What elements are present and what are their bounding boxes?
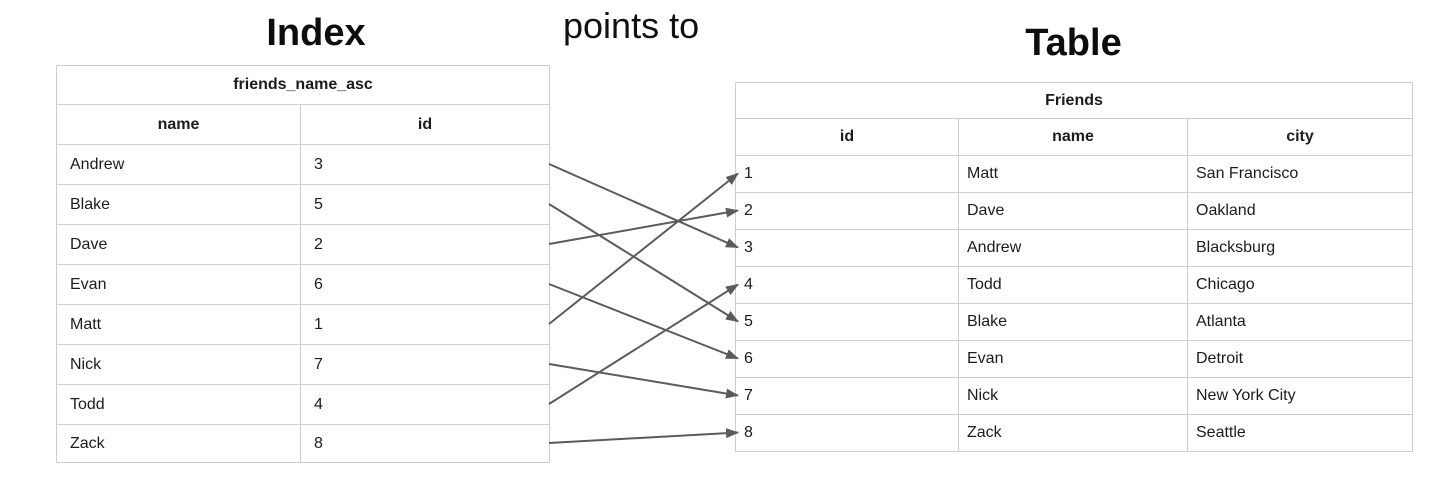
friends-cell-city: Chicago — [1187, 266, 1413, 304]
index-col-header-id: id — [299, 104, 551, 145]
index-cell-name: Matt — [56, 304, 301, 345]
index-cell-name: Todd — [56, 384, 301, 425]
points-to-label: points to — [563, 5, 700, 46]
index-cell-name: Blake — [56, 184, 301, 225]
friends-cell-id: 4 — [735, 266, 959, 304]
index-cell-id: 1 — [299, 304, 551, 345]
arrow-todd-to-4 — [548, 283, 739, 405]
friends-cell-id: 1 — [735, 155, 959, 193]
friends-table-row: 8 Zack Seattle — [735, 414, 1413, 452]
index-table-row: Evan 6 — [56, 264, 551, 305]
index-cell-id: 3 — [299, 144, 551, 185]
friends-cell-id: 7 — [735, 377, 959, 415]
friends-col-header-id: id — [735, 118, 959, 156]
friends-cell-id: 6 — [735, 340, 959, 378]
index-table-header-row: name id — [56, 104, 551, 145]
friends-cell-name: Dave — [958, 192, 1188, 230]
friends-table-row: 6 Evan Detroit — [735, 340, 1413, 378]
friends-col-header-city: city — [1187, 118, 1413, 156]
friends-cell-city: San Francisco — [1187, 155, 1413, 193]
arrow-andrew-to-3 — [548, 163, 739, 249]
index-table: friends_name_asc name id Andrew 3 Blake … — [55, 65, 551, 463]
arrow-evan-to-6 — [548, 283, 739, 360]
friends-cell-id: 8 — [735, 414, 959, 452]
arrow-nick-to-7 — [548, 363, 739, 399]
index-cell-name: Nick — [56, 344, 301, 385]
index-table-title-row: friends_name_asc — [55, 65, 551, 105]
index-cell-id: 6 — [299, 264, 551, 305]
index-table-row: Matt 1 — [56, 304, 551, 345]
friends-col-header-name: name — [958, 118, 1188, 156]
friends-cell-city: Atlanta — [1187, 303, 1413, 341]
friends-cell-name: Zack — [958, 414, 1188, 452]
friends-cell-name: Andrew — [958, 229, 1188, 267]
friends-cell-name: Todd — [958, 266, 1188, 304]
index-cell-id: 2 — [299, 224, 551, 265]
arrow-matt-to-1 — [548, 172, 739, 325]
friends-cell-city: Detroit — [1187, 340, 1413, 378]
index-table-row: Zack 8 — [56, 424, 551, 463]
friends-cell-city: New York City — [1187, 377, 1413, 415]
index-table-row: Andrew 3 — [56, 144, 551, 185]
friends-table-title: Friends — [735, 82, 1413, 119]
index-table-row: Todd 4 — [56, 384, 551, 425]
index-cell-id: 4 — [299, 384, 551, 425]
friends-table-row: 4 Todd Chicago — [735, 266, 1413, 304]
index-cell-id: 7 — [299, 344, 551, 385]
friends-table: Friends id name city 1 Matt San Francisc… — [735, 82, 1413, 452]
arrow-zack-to-8 — [548, 428, 739, 444]
friends-table-row: 1 Matt San Francisco — [735, 155, 1413, 193]
friends-cell-city: Oakland — [1187, 192, 1413, 230]
index-col-header-name: name — [56, 104, 301, 145]
index-cell-name: Evan — [56, 264, 301, 305]
index-table-row: Blake 5 — [56, 184, 551, 225]
friends-cell-name: Evan — [958, 340, 1188, 378]
friends-cell-id: 3 — [735, 229, 959, 267]
friends-cell-city: Seattle — [1187, 414, 1413, 452]
index-table-title: friends_name_asc — [55, 65, 551, 105]
index-heading: Index — [266, 12, 366, 54]
friends-table-row: 3 Andrew Blacksburg — [735, 229, 1413, 267]
arrow-dave-to-2 — [548, 207, 739, 245]
index-cell-id: 5 — [299, 184, 551, 225]
index-cell-name: Andrew — [56, 144, 301, 185]
friends-cell-id: 2 — [735, 192, 959, 230]
arrow-blake-to-5 — [548, 203, 739, 323]
friends-table-row: 2 Dave Oakland — [735, 192, 1413, 230]
friends-cell-id: 5 — [735, 303, 959, 341]
friends-table-header-row: id name city — [735, 118, 1413, 156]
friends-table-row: 5 Blake Atlanta — [735, 303, 1413, 341]
friends-table-title-row: Friends — [735, 82, 1413, 119]
friends-table-row: 7 Nick New York City — [735, 377, 1413, 415]
friends-cell-city: Blacksburg — [1187, 229, 1413, 267]
friends-cell-name: Nick — [958, 377, 1188, 415]
table-heading: Table — [1025, 22, 1122, 64]
index-table-row: Dave 2 — [56, 224, 551, 265]
index-cell-name: Zack — [56, 424, 301, 463]
friends-cell-name: Matt — [958, 155, 1188, 193]
index-cell-id: 8 — [299, 424, 551, 463]
friends-cell-name: Blake — [958, 303, 1188, 341]
index-table-row: Nick 7 — [56, 344, 551, 385]
index-cell-name: Dave — [56, 224, 301, 265]
